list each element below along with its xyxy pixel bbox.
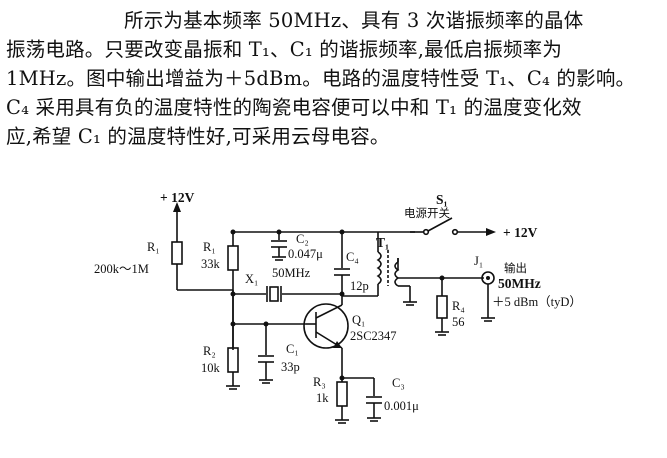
transistor-q1: Q₁ 2SC2347 [303,303,397,349]
c2-ref: C₂ [296,232,309,246]
c3-ref: C₃ [392,376,405,390]
t1-ref: T₁ [376,235,389,250]
rv-value: 200k～1M [94,262,149,276]
capacitor-c2: C₂ 0.047μ [271,229,323,261]
r2-value: 10k [201,361,221,375]
supply-left-label: + 12V [160,190,195,205]
c2-value: 0.047μ [288,247,323,261]
q1-ref: Q₁ [352,313,365,327]
j1-ref: J₁ [474,254,483,268]
description-text: 所示为基本频率 50MHz、具有 3 次谐振频率的晶体 振荡电路。只要改变晶振和… [6,6,661,151]
r1-value: 33k [201,257,221,271]
c4-value: 12p [350,279,369,293]
output-level: ＋5 dBm（tyD） [492,295,582,309]
resistor-rv: R₁ 200k～1M [94,240,233,291]
x1-ref: X₁ [245,272,258,286]
description-line-3: 1MHz。图中输出增益为＋5dBm。电路的温度特性受 T₁、C₄ 的影响。 [6,67,636,90]
r3-value: 1k [316,391,329,405]
capacitor-c3: C₃ 0.001μ [366,376,419,422]
crystal-x1: X₁ 50MHz [230,266,345,302]
description-line-5: 应,希望 C₁ 的温度特性好,可采用云母电容。 [6,125,390,148]
output-jack-j1: J₁ 输出 50MHz ＋5 dBm（tyD） [474,254,582,322]
resistor-r1: R₁ 33k [201,229,239,350]
c4-ref: C₄ [346,250,359,264]
c1-value: 33p [281,360,300,374]
description-line-4: C₄ 采用具有负的温度特性的陶瓷电容便可以中和 T₁ 的温度变化效 [6,96,582,119]
supply-right-label: + 12V [503,225,538,240]
q1-part: 2SC2347 [350,329,397,343]
description-line-1: 所示为基本频率 50MHz、具有 3 次谐振频率的晶体 [124,9,584,32]
resistor-r2: R₂ 10k [201,324,240,390]
base-network [230,290,306,327]
capacitor-c4: C₄ 12p [334,229,369,305]
emitter-network [339,348,374,381]
c3-value: 0.001μ [384,399,419,413]
output-frequency: 50MHz [498,276,541,291]
c1-ref: C₁ [286,342,299,356]
r4-ref: R₄ [452,299,465,313]
output-line [397,258,484,281]
transformer-t1: T₁ [342,232,417,306]
capacitor-c1: C₁ 33p [258,324,300,384]
r2-ref: R₂ [203,344,216,358]
r3-ref: R₃ [313,375,326,389]
description-line-2: 振荡电路。只要改变晶振和 T₁、C₁ 的谐振频率,最低启振频率为 [6,38,563,61]
r1-ref: R₁ [203,240,216,254]
r4-value: 56 [452,315,465,329]
power-switch-s1: S₁ 电源开关 + 12V [404,192,538,240]
s1-name: 电源开关 [404,206,450,220]
resistor-r3: R₃ 1k [313,375,349,424]
resistor-r4: R₄ 56 [435,278,465,336]
rv-ref: R₁ [147,240,160,254]
output-label: 输出 [504,261,527,275]
s1-ref: S₁ [436,192,448,207]
x1-value: 50MHz [272,266,311,280]
